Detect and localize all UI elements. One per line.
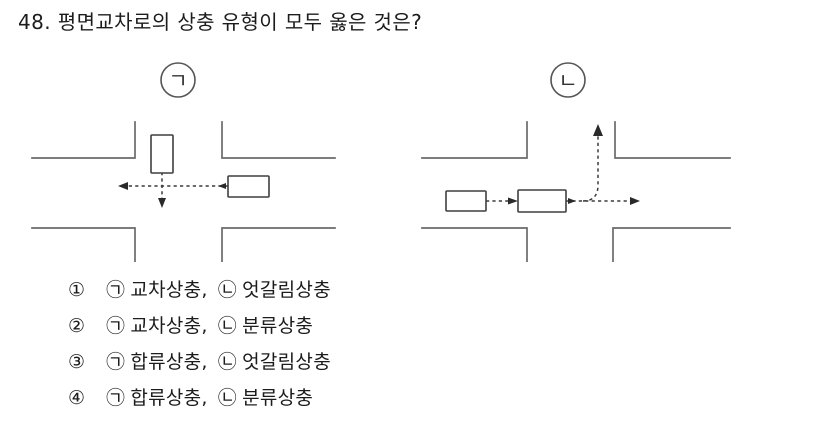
road-corner-upper-right — [221, 121, 336, 159]
vehicle-front — [517, 189, 567, 213]
figure-b-intersection-diagram: ㄴ — [421, 62, 731, 262]
option-3-marker: ③ — [68, 351, 86, 373]
figure-b-road-lines — [421, 121, 731, 262]
option-2-marker: ② — [68, 315, 86, 337]
option-1-value-b: 엇갈림상충 — [242, 279, 331, 301]
arrowhead-left — [118, 182, 128, 190]
option-1[interactable]: ① ㉠ 교차상충, ㉡ 엇갈림상충 — [0, 272, 826, 308]
arrowhead-right — [630, 197, 640, 205]
option-4-marker: ④ — [68, 387, 86, 409]
road-corner-upper-left — [31, 121, 136, 159]
arrowhead-between-vehicles — [508, 197, 518, 205]
figure-a-road-lines — [31, 121, 336, 262]
road-corner-lower-right — [221, 227, 336, 262]
option-3-value-a: 합류상충, — [130, 351, 208, 373]
option-4-tag-a: ㉠ — [106, 387, 126, 409]
road-corner-lower-left — [31, 227, 136, 262]
option-1-tag-a: ㉠ — [106, 279, 126, 301]
figure-b-vehicles — [445, 189, 567, 213]
vehicle-rear — [445, 190, 487, 212]
figure-a-label-text: ㄱ — [168, 69, 187, 93]
road-corner-lower-right — [612, 227, 731, 262]
vehicle-horizontal — [227, 175, 270, 198]
figure-a-label-circle: ㄱ — [160, 62, 196, 98]
option-2[interactable]: ② ㉠ 교차상충, ㉡ 분류상충 — [0, 308, 826, 344]
option-3-value-b: 엇갈림상충 — [242, 351, 331, 373]
option-4-value-a: 합류상충, — [130, 387, 208, 409]
figure-b-arrowheads — [508, 124, 640, 205]
figure-b-paths — [486, 134, 632, 202]
option-4[interactable]: ④ ㉠ 합류상충, ㉡ 분류상충 — [0, 380, 826, 416]
path-diverging-upward — [582, 134, 599, 202]
diagram-area: ㄱ — [0, 52, 826, 262]
path-tick-vertical — [160, 201, 164, 204]
figure-b-label-text: ㄴ — [558, 69, 577, 93]
figure-b-label-circle: ㄴ — [550, 62, 586, 98]
option-3-tag-b: ㉡ — [217, 351, 238, 373]
vehicle-vertical — [150, 134, 174, 174]
option-1-marker: ① — [68, 279, 86, 301]
arrowhead-after-vehicle — [568, 198, 576, 204]
arrowhead-mid-left — [218, 183, 226, 189]
option-1-value-a: 교차상충, — [130, 279, 208, 301]
arrowhead-up — [593, 124, 603, 136]
road-corner-lower-left — [421, 227, 528, 262]
road-corner-upper-right — [614, 121, 731, 159]
figure-a-vehicles — [150, 134, 270, 198]
figure-a-arrowheads — [118, 182, 226, 208]
option-1-tag-b: ㉡ — [217, 279, 238, 301]
option-4-tag-b: ㉡ — [217, 387, 238, 409]
answer-options-list: ① ㉠ 교차상충, ㉡ 엇갈림상충 ② ㉠ 교차상충, ㉡ 분류상충 ③ ㉠ 합… — [0, 272, 826, 416]
option-2-value-a: 교차상충, — [130, 315, 208, 337]
road-corner-upper-left — [421, 121, 528, 159]
option-4-value-b: 분류상충 — [242, 387, 314, 409]
option-3[interactable]: ③ ㉠ 합류상충, ㉡ 엇갈림상충 — [0, 344, 826, 380]
figure-a-intersection-diagram: ㄱ — [31, 62, 336, 262]
option-3-tag-a: ㉠ — [106, 351, 126, 373]
page-title: 48. 평면교차로의 상충 유형이 모두 옳은 것은? — [18, 10, 423, 34]
figure-a-paths — [124, 172, 228, 198]
option-2-tag-a: ㉠ — [106, 315, 126, 337]
option-2-value-b: 분류상충 — [242, 315, 314, 337]
option-2-tag-b: ㉡ — [217, 315, 238, 337]
